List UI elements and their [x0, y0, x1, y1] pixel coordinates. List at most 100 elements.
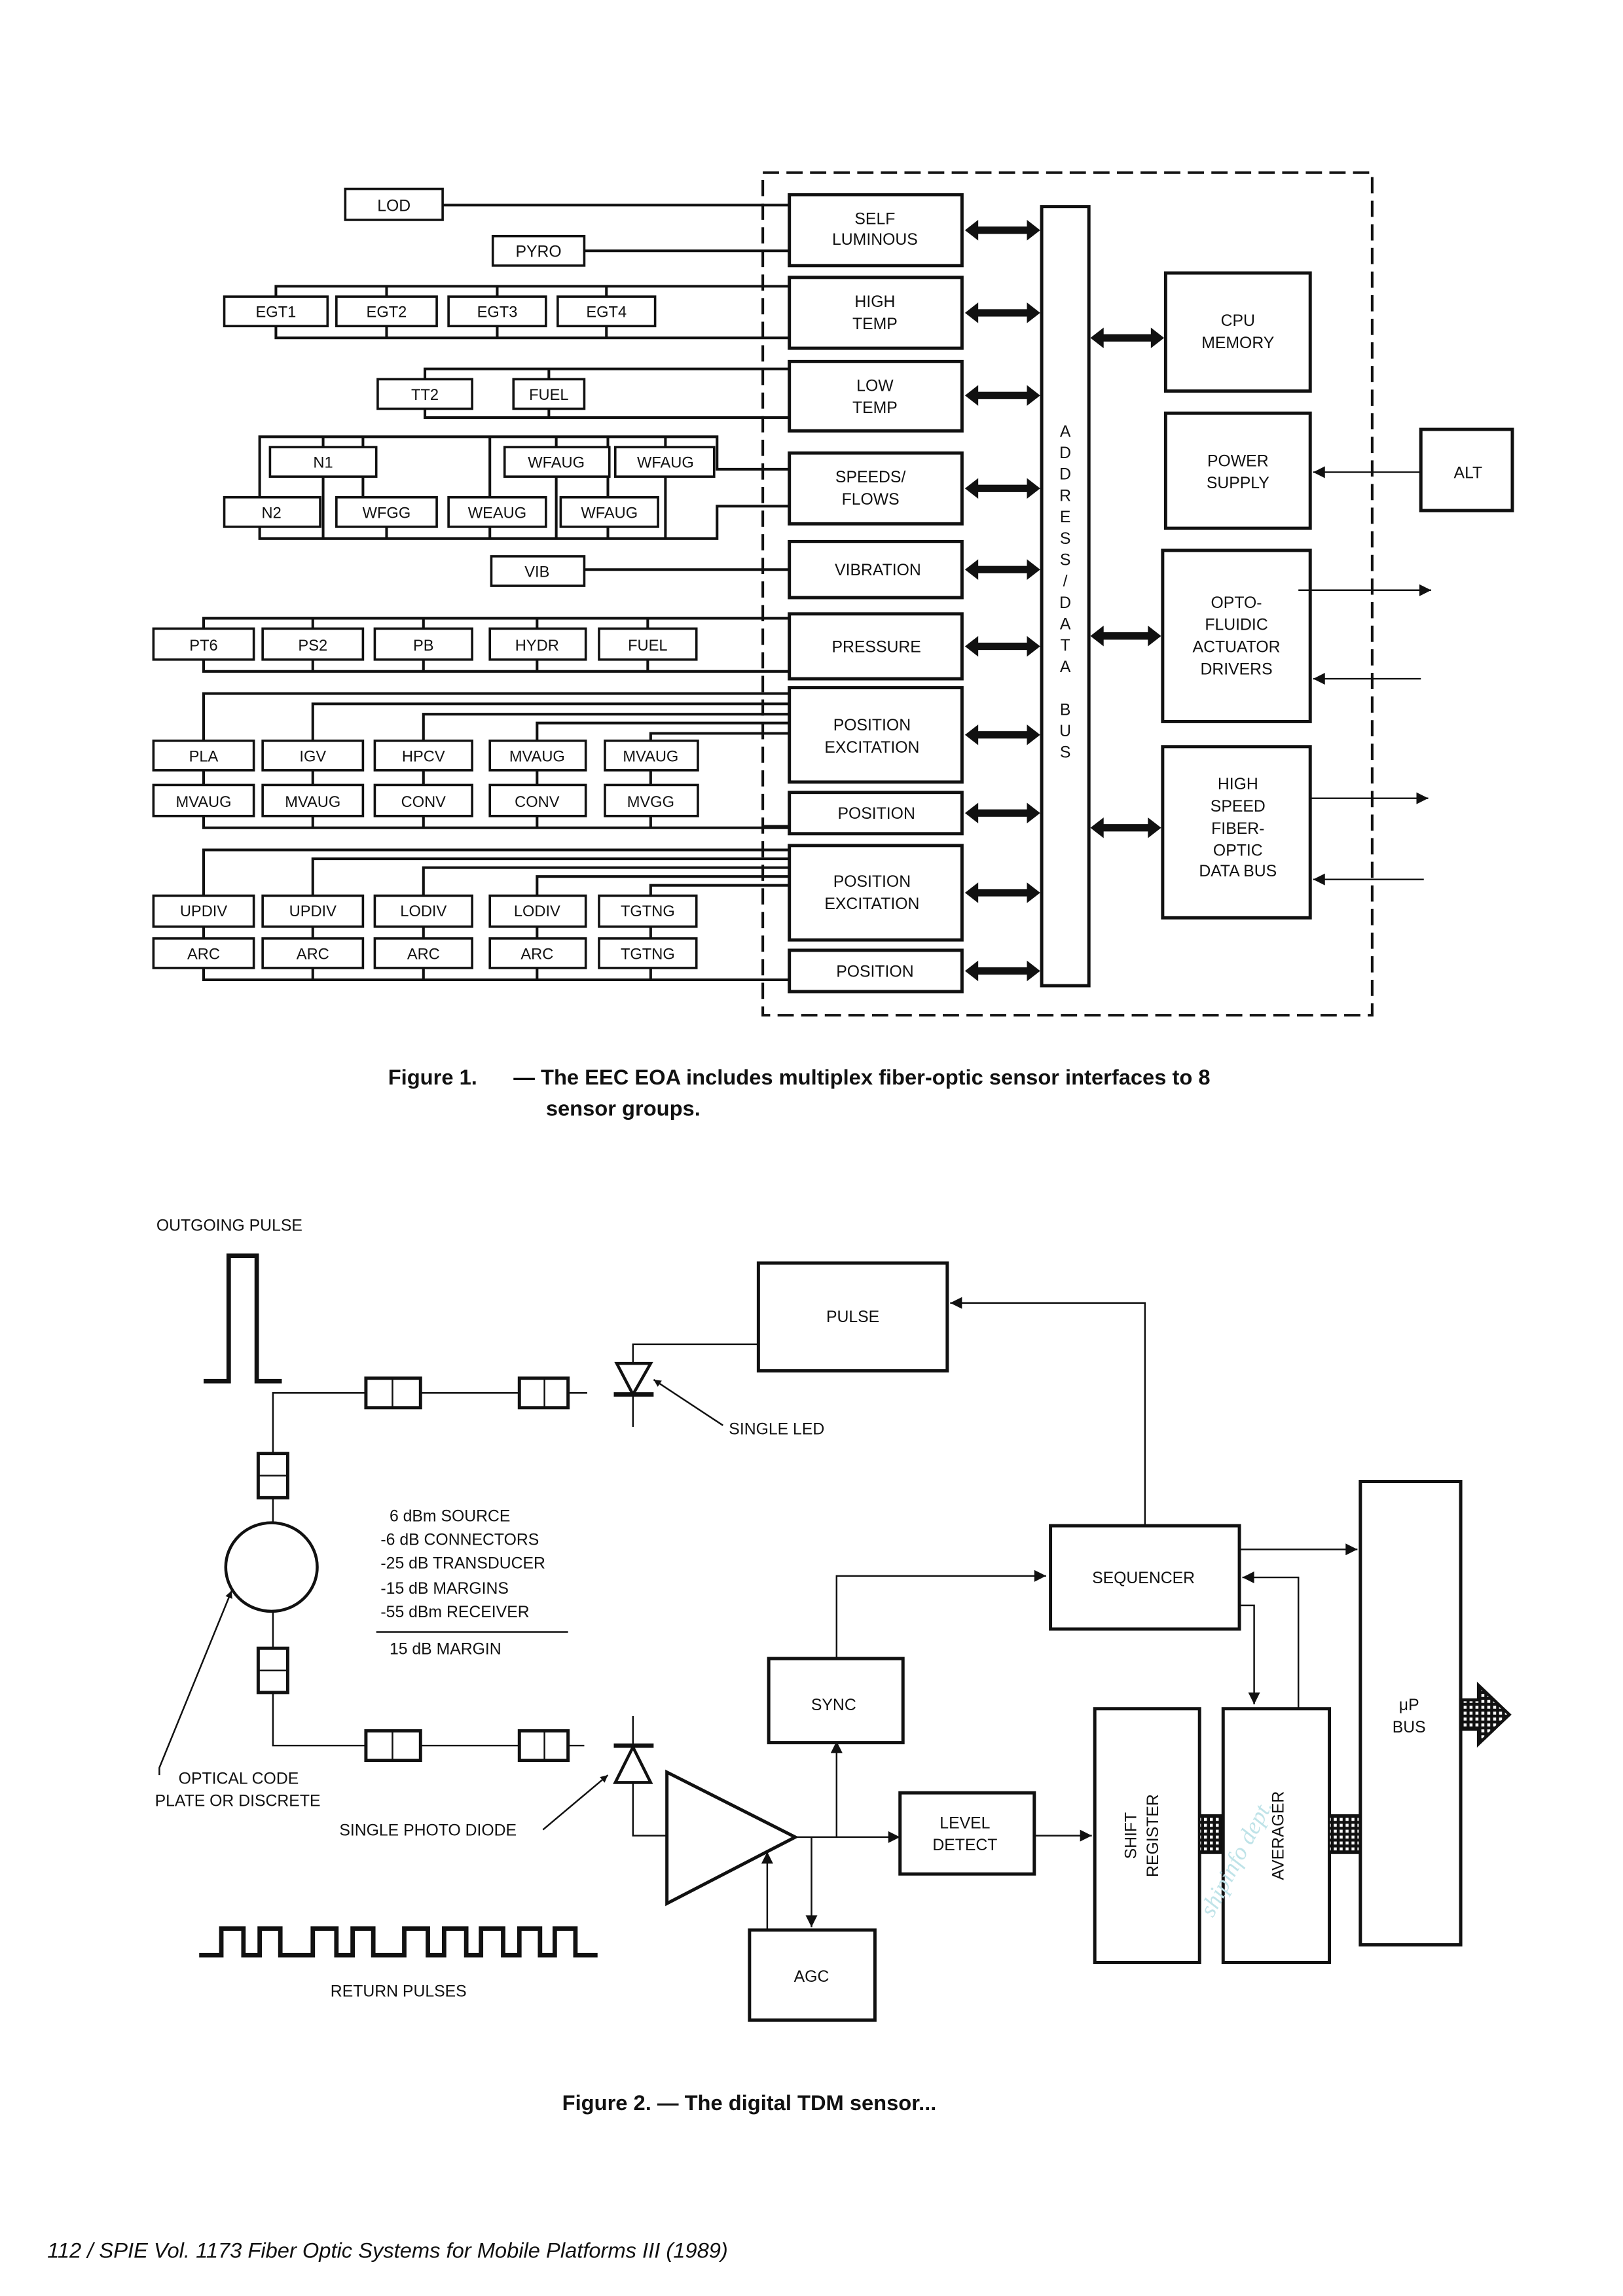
actuator-drivers: OPTO- FLUIDIC ACTUATOR DRIVERS — [1161, 548, 1432, 723]
block-label: BUS — [1393, 1719, 1426, 1736]
sensor-lod: LOD — [344, 187, 790, 221]
sensor-label: WFAUG — [528, 455, 585, 472]
sensor-label: MVAUG — [623, 748, 678, 765]
sequencer-block: SEQUENCER — [1049, 1524, 1241, 1631]
interface-label: FLOWS — [842, 491, 900, 509]
level-detect-block: LEVEL DETECT — [898, 1791, 1036, 1876]
block-label: SHIFT — [1122, 1812, 1140, 1859]
sensor-group-position-1: PLA IGV HPCV MVAUG MVAUG MVAUG MVAUG CON… — [152, 692, 790, 829]
sensor-label: EGT3 — [477, 304, 518, 321]
block-label: REGISTER — [1144, 1794, 1162, 1877]
interface-position-excitation-2: POSITION EXCITATION — [788, 844, 964, 942]
sensor-label: HYDR — [515, 637, 559, 655]
interface-position-excitation-1: POSITION EXCITATION — [788, 686, 964, 784]
budget-line: -25 dB TRANSDUCER — [380, 1555, 545, 1573]
sensor-label: WFAUG — [581, 505, 638, 522]
block-label: ACTUATOR — [1193, 638, 1281, 656]
shift-register-block: SHIFT REGISTER — [1093, 1707, 1201, 1964]
interface-label: POSITION — [833, 717, 911, 734]
sensor-label: LODIV — [514, 903, 560, 920]
sensor-group-position-2: UPDIV UPDIV LODIV LODIV TGTNG ARC ARC AR… — [152, 848, 790, 982]
block-label: μP — [1399, 1696, 1419, 1714]
sensor-label: PT6 — [189, 637, 217, 655]
power-supply: POWER SUPPLY — [1163, 411, 1421, 530]
interface-speeds-flows: SPEEDS/ FLOWS — [788, 451, 964, 526]
budget-total: 15 dB MARGIN — [390, 1640, 501, 1658]
averager-block: AVERAGER — [1221, 1707, 1332, 1964]
sensor-label: HPCV — [402, 748, 445, 765]
sensor-label: EGT1 — [256, 304, 297, 321]
interface-label: SPEEDS/ — [835, 469, 906, 486]
bus-connections — [964, 219, 1165, 982]
page-footer: 112 / SPIE Vol. 1173 Fiber Optic Systems… — [47, 2238, 728, 2262]
sensor-group-pressure: PT6 PS2 PB HYDR FUEL — [152, 617, 790, 673]
bus-letter: S — [1060, 744, 1071, 762]
data-link-hatched — [1199, 1814, 1224, 1854]
double-arrow-icon — [1090, 817, 1161, 838]
interface-label: VIBRATION — [835, 562, 921, 579]
sensor-label: PYRO — [515, 243, 561, 260]
sensor-label: CONV — [515, 794, 560, 811]
bus-letter: A — [1060, 658, 1071, 676]
double-arrow-icon — [964, 559, 1040, 581]
bus-letter: A — [1060, 423, 1071, 440]
led-icon — [613, 1343, 759, 1427]
block-label: FLUIDIC — [1205, 617, 1267, 634]
sensor-group-low-temp: TT2 FUEL — [376, 367, 790, 420]
sensor-label: CONV — [401, 794, 447, 811]
double-arrow-icon — [964, 219, 1040, 241]
outgoing-pulse-waveform — [204, 1253, 282, 1384]
sensor-label: FUEL — [628, 637, 667, 655]
bus-letter: D — [1059, 444, 1071, 462]
block-label: DATA BUS — [1199, 863, 1277, 880]
amplifier-icon — [665, 1769, 799, 1907]
led-fiber-path — [224, 1376, 587, 1763]
interface-position-2: POSITION — [788, 948, 964, 994]
bus-letter: T — [1061, 637, 1070, 655]
return-pulses-waveform — [199, 1926, 598, 1958]
figure-2-caption: Figure 2. — The digital TDM sensor... — [562, 2090, 937, 2115]
photo-diode-label: SINGLE PHOTO DIODE — [339, 1822, 517, 1840]
budget-line: -6 dB CONNECTORS — [380, 1531, 539, 1549]
sensor-label: ARC — [187, 946, 220, 963]
block-label: SUPPLY — [1207, 475, 1269, 492]
bus-letter: R — [1059, 487, 1071, 505]
return-pulses-label: RETURN PULSES — [331, 1982, 467, 2000]
double-arrow-icon — [1090, 625, 1161, 647]
block-label: SEQUENCER — [1092, 1570, 1195, 1587]
bus-letter: U — [1059, 723, 1071, 740]
eec-enclosure — [761, 171, 1374, 1017]
sync-block: SYNC — [767, 1657, 905, 1745]
bus-letter: / — [1063, 573, 1068, 590]
bus-letter: A — [1060, 616, 1071, 634]
interface-high-temp: HIGH TEMP — [788, 276, 964, 350]
double-arrow-icon — [964, 636, 1040, 657]
block-label: MEMORY — [1201, 334, 1274, 352]
double-arrow-icon — [964, 478, 1040, 499]
sensor-label: MVAUG — [509, 748, 565, 765]
sensor-label: PS2 — [298, 637, 327, 655]
bus-letter: D — [1059, 594, 1071, 612]
sensor-label: ARC — [297, 946, 329, 963]
sensor-label: TT2 — [411, 387, 439, 404]
bus-letter: S — [1060, 551, 1071, 569]
sensor-label: WEAUG — [468, 505, 526, 522]
agc-block: AGC — [748, 1928, 877, 2022]
sensor-label: ARC — [520, 946, 553, 963]
block-label: ALT — [1454, 464, 1483, 482]
interface-pressure: PRESSURE — [788, 612, 964, 681]
interface-label: LOW — [856, 377, 894, 395]
figure-2: OUTGOING PULSE SINGLE LED — [155, 1217, 1512, 2115]
sensor-label: PB — [413, 637, 434, 655]
sensor-label: UPDIV — [180, 903, 228, 920]
power-budget: 6 dBm SOURCE -6 dB CONNECTORS -25 dB TRA… — [376, 1507, 568, 1658]
block-label: OPTO- — [1211, 594, 1262, 612]
sensor-label: LOD — [377, 197, 410, 215]
double-arrow-icon — [964, 802, 1040, 824]
optical-code-label: OPTICAL CODE — [179, 1770, 299, 1788]
sensor-group-speeds: N1 WFAUG WFAUG N2 WFGG WEAUG WFAUG — [223, 435, 790, 540]
alternator: ALT — [1419, 427, 1514, 512]
block-label: LEVEL — [939, 1814, 990, 1832]
